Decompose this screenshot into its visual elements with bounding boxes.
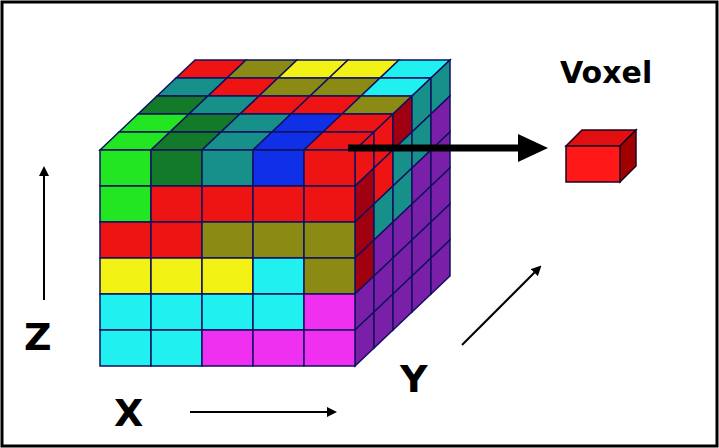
- voxel-cell: [374, 294, 393, 348]
- y-axis-arrow: [462, 267, 540, 345]
- voxel-cell: [431, 240, 450, 294]
- voxel-cell: [151, 294, 202, 330]
- voxel-cell: [412, 258, 431, 312]
- voxel-cell: [202, 258, 253, 294]
- voxel-cell: [253, 258, 304, 294]
- voxel-cell: [151, 186, 202, 222]
- voxel-cell: [100, 330, 151, 366]
- axis-label: Y: [400, 360, 428, 398]
- pointer-arrow: [348, 145, 520, 152]
- axis-label: Z: [24, 318, 52, 356]
- voxel-grid-cube: [100, 60, 450, 366]
- voxel-cell: [202, 294, 253, 330]
- voxel-cell: [304, 258, 355, 294]
- voxel-cell: [151, 330, 202, 366]
- voxel-cell: [100, 150, 151, 186]
- voxel-cell: [151, 150, 202, 186]
- voxel-cell: [100, 186, 151, 222]
- voxel-cell: [100, 294, 151, 330]
- voxel-cell: [202, 222, 253, 258]
- voxel-cell: [253, 222, 304, 258]
- voxel-cell: [202, 186, 253, 222]
- voxel-cell: [393, 276, 412, 330]
- single-voxel: [566, 130, 636, 182]
- voxel-cell: [355, 312, 374, 366]
- voxel-cell: [304, 222, 355, 258]
- voxel-cell: [151, 258, 202, 294]
- z-axis-arrow: [43, 168, 45, 300]
- voxel-cell: [253, 186, 304, 222]
- voxel-cell: [202, 330, 253, 366]
- voxel-cell: [253, 330, 304, 366]
- pointer-arrowhead: [518, 134, 548, 162]
- axis-label: X: [114, 394, 143, 432]
- voxel-cell: [304, 330, 355, 366]
- voxel-cell: [304, 294, 355, 330]
- voxel-cell: [304, 150, 355, 186]
- voxel-cell: [151, 222, 202, 258]
- voxel-cell: [202, 150, 253, 186]
- voxel-cell: [100, 222, 151, 258]
- x-axis-arrow: [190, 411, 335, 413]
- voxel-label: Voxel: [560, 58, 652, 88]
- voxel-cell: [304, 186, 355, 222]
- voxel-cell: [253, 294, 304, 330]
- voxel-cell: [253, 150, 304, 186]
- voxel-cell: [100, 258, 151, 294]
